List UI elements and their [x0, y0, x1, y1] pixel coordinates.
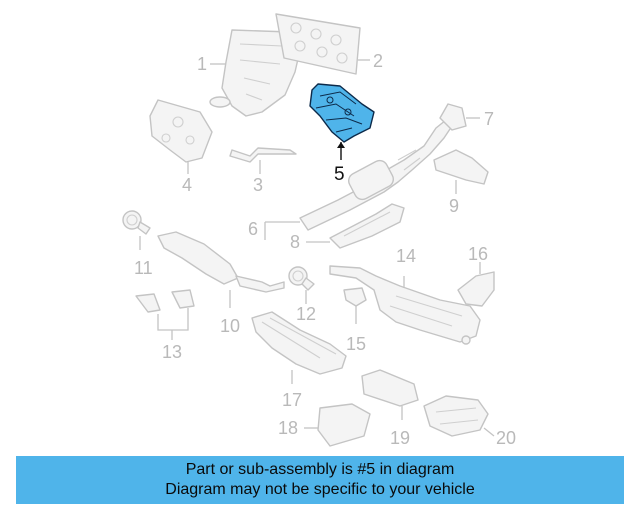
- part-5-highlighted[interactable]: [309, 83, 375, 143]
- label-11: 11: [134, 258, 153, 278]
- banner-line-1: Part or sub-assembly is #5 in diagram: [185, 461, 455, 478]
- part-14-rear-muffler[interactable]: [329, 265, 481, 345]
- label-7: 7: [484, 109, 494, 129]
- label-2: 2: [373, 51, 383, 71]
- label-14: 14: [396, 246, 416, 266]
- part-13-hangers[interactable]: [135, 289, 195, 313]
- label-15: 15: [346, 334, 366, 354]
- label-9: 9: [449, 196, 459, 216]
- label-1: 1: [197, 54, 207, 74]
- part-7-gasket[interactable]: [439, 103, 467, 131]
- part-16-bracket[interactable]: [457, 271, 495, 307]
- label-6: 6: [248, 219, 258, 239]
- label-3: 3: [253, 175, 263, 195]
- part-12-clamp[interactable]: [288, 266, 315, 291]
- part-17-heat-shield[interactable]: [251, 311, 347, 375]
- label-19: 19: [390, 428, 410, 448]
- part-19-heat-shield[interactable]: [361, 369, 419, 407]
- part-4-heat-shield[interactable]: [149, 99, 213, 163]
- info-banner: Part or sub-assembly is #5 in diagram Di…: [16, 456, 624, 504]
- part-9-bracket[interactable]: [433, 149, 489, 185]
- part-18-heat-shield[interactable]: [317, 403, 371, 447]
- part-3-pipe[interactable]: [229, 147, 297, 163]
- parts-diagram: 1 2 3 4 5 6: [122, 13, 516, 448]
- part-11-clamp[interactable]: [122, 210, 151, 235]
- part-15-bracket[interactable]: [343, 287, 367, 307]
- label-4: 4: [182, 175, 192, 195]
- part-10-muffler[interactable]: [157, 231, 285, 293]
- label-17: 17: [282, 390, 302, 410]
- label-5: 5: [334, 164, 345, 185]
- part-8-heat-shield[interactable]: [329, 203, 405, 249]
- part-2-manifold-gasket[interactable]: [275, 13, 361, 75]
- part-20-heat-shield[interactable]: [423, 395, 489, 437]
- label-18: 18: [278, 418, 298, 438]
- label-8: 8: [290, 232, 300, 252]
- label-16: 16: [468, 244, 488, 264]
- label-10: 10: [220, 316, 240, 336]
- label-12: 12: [296, 304, 316, 324]
- label-20: 20: [496, 428, 516, 448]
- banner-line-2: Diagram may not be specific to your vehi…: [165, 481, 475, 498]
- part-1-exhaust-manifold[interactable]: [209, 29, 301, 117]
- label-13: 13: [162, 342, 182, 362]
